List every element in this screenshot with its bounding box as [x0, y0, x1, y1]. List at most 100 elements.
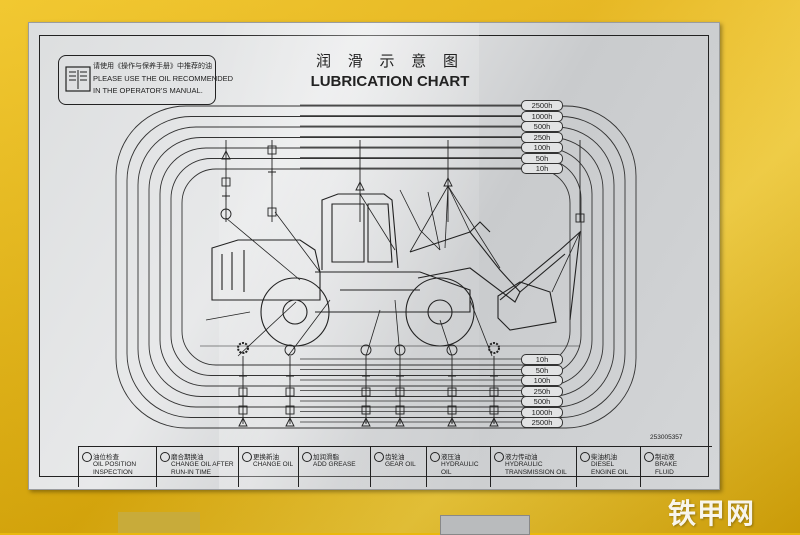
part-number: 253005357	[650, 434, 683, 441]
grease-triangle	[285, 416, 295, 427]
legend-label-cn: 液压油	[441, 454, 461, 461]
interval-loop	[159, 147, 593, 387]
interval-250h: 250h	[521, 131, 563, 143]
inspect-square	[267, 207, 277, 217]
cross-mark	[268, 168, 276, 176]
inspect-square	[575, 213, 585, 223]
grease-triangle	[361, 416, 371, 427]
transmission-drop-icon	[494, 452, 504, 462]
legend-label-cn: 更换新油	[253, 454, 279, 461]
lubrication-symbols	[220, 140, 585, 427]
legend-label-en: CHANGE OIL	[253, 461, 294, 468]
legend-label-cn: 柴油机油	[591, 454, 617, 461]
inspect-square	[238, 405, 248, 415]
interval-loop	[115, 105, 637, 429]
legend-label-en: ADD GREASE	[313, 461, 356, 468]
inspect-square	[285, 387, 295, 397]
watermark: 铁甲网	[668, 498, 756, 529]
gear-icon	[374, 452, 384, 462]
legend-label-en: HYDRAULIC TRANSMISSION OIL	[505, 461, 567, 476]
interval-2500h: 2500h	[521, 417, 563, 428]
yellow-lower-trim	[118, 512, 200, 533]
interval-100h: 100h	[521, 142, 563, 153]
interval-1000h: 1000h	[521, 110, 563, 122]
interval-loop	[170, 158, 582, 376]
engine-oil-icon	[580, 452, 590, 462]
notice-text-en-line1: PLEASE USE THE OIL RECOMMENDED	[93, 74, 234, 83]
legend-label-cn: 油位检查	[93, 454, 119, 461]
interval-50h: 50h	[521, 364, 563, 376]
notice-text-cn: 请使用《操作与保养手册》中推荐的油	[93, 63, 212, 70]
gear-mark	[237, 342, 249, 354]
cross-mark	[239, 372, 247, 380]
legend-label-en: CHANGE OIL AFTER RUN-IN TIME	[171, 461, 234, 476]
legend-label-en: BRAKE FLUID	[655, 461, 678, 476]
legend-label-en: GEAR OIL	[385, 461, 416, 468]
inspect-square	[395, 387, 405, 397]
inspect-square	[447, 405, 457, 415]
notice-text-en-line2: IN THE OPERATOR'S MANUAL.	[93, 86, 203, 95]
interval-loop	[126, 116, 626, 418]
loader-silhouette	[200, 193, 581, 347]
cross-mark	[286, 372, 294, 380]
oil-drop-circle	[220, 208, 232, 220]
cross-mark	[490, 372, 498, 380]
manual-book-icon	[65, 66, 91, 92]
oil-notice-box: 请使用《操作与保养手册》中推荐的油 PLEASE USE THE OIL REC…	[58, 55, 233, 105]
gear-mark	[488, 342, 500, 354]
change-oil-icon	[242, 452, 252, 462]
legend-label-cn: 液力传动油	[505, 454, 538, 461]
metal-bracket	[440, 515, 530, 535]
interval-loop	[148, 137, 604, 397]
inspect-square	[489, 405, 499, 415]
legend-label-en: OIL POSITION INSPECTION	[93, 461, 137, 476]
brake-fluid-icon	[644, 452, 654, 462]
chart-title-cn: 润 滑 示 意 图	[315, 52, 465, 70]
grease-triangle	[395, 416, 405, 427]
legend-label-en: DIESEL ENGINE OIL	[591, 461, 629, 476]
inspect-square	[285, 405, 295, 415]
interval-500h: 500h	[521, 121, 563, 132]
interval-500h: 500h	[521, 396, 563, 407]
chart-title-en: LUBRICATION CHART	[310, 73, 470, 90]
grease-triangle	[443, 176, 453, 187]
grease-triangle	[489, 416, 499, 427]
cross-mark	[448, 372, 456, 380]
grease-triangle	[221, 149, 231, 160]
inspect-square	[267, 145, 277, 155]
cross-mark	[222, 192, 230, 200]
interval-50h: 50h	[521, 152, 563, 164]
inspect-square	[447, 387, 457, 397]
legend-label-cn: 加润滑脂	[313, 454, 339, 461]
interval-1000h: 1000h	[521, 406, 563, 418]
oil-drop-circle	[284, 344, 296, 356]
run-in-icon	[160, 452, 170, 462]
grease-triangle	[447, 416, 457, 427]
hydraulic-icon	[430, 452, 440, 462]
cross-mark	[362, 372, 370, 380]
legend-label-cn: 齿轮油	[385, 454, 405, 461]
grease-triangle	[238, 416, 248, 427]
inspect-square	[361, 387, 371, 397]
legend-label-en: HYDRAULIC OIL	[441, 461, 479, 476]
inspect-square	[221, 177, 231, 187]
interval-loop	[181, 168, 571, 366]
inspect-square	[489, 387, 499, 397]
interval-loops	[115, 105, 637, 429]
plate-border	[39, 35, 709, 477]
interval-10h: 10h	[521, 354, 563, 365]
cross-mark	[396, 372, 404, 380]
interval-250h: 250h	[521, 385, 563, 397]
legend-label-cn: 磨合期换油	[171, 454, 204, 461]
grease-gun-icon	[302, 452, 312, 462]
oil-drop-circle	[446, 344, 458, 356]
interval-loop	[137, 126, 615, 408]
oil-level-icon	[82, 452, 92, 462]
